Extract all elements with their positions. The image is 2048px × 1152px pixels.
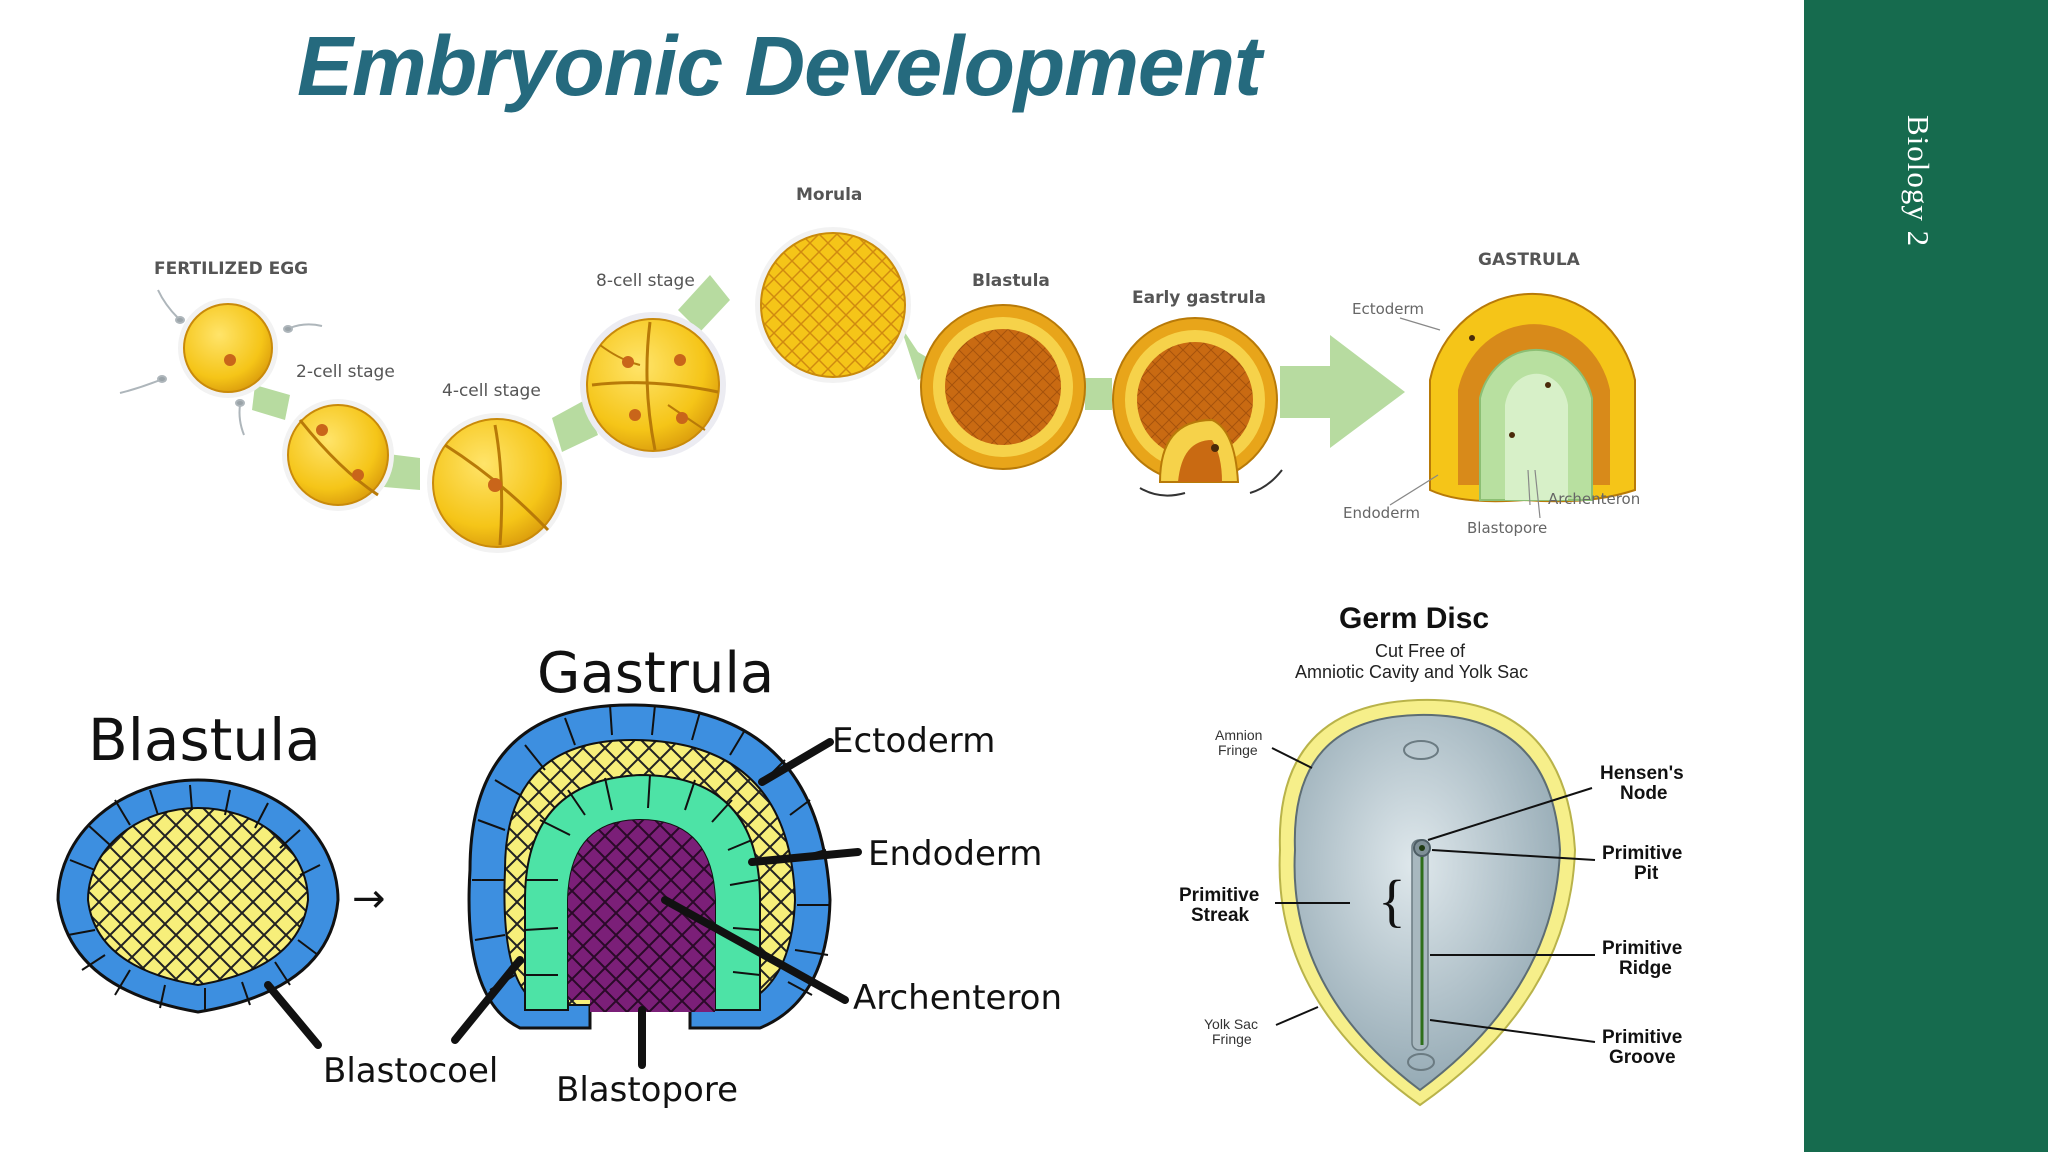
label-primitive-ridge-1: Primitive <box>1602 938 1682 959</box>
stage-arrow <box>252 385 290 420</box>
label-yolk-sac-fringe-2: Fringe <box>1212 1031 1252 1047</box>
label-hensens-node-1: Hensen's <box>1600 763 1684 784</box>
blastula-arrow: → <box>352 876 386 922</box>
stage-arrow <box>678 275 730 332</box>
early-gastrula <box>1112 317 1283 497</box>
primitive-pit <box>1419 845 1425 851</box>
label-hensens-node-2: Node <box>1620 783 1668 804</box>
label-primitive-streak-2: Streak <box>1191 905 1250 926</box>
label-ectoderm-small: Ectoderm <box>1352 300 1424 318</box>
side-bar <box>1804 0 2048 1152</box>
label-yolk-sac-fringe-1: Yolk Sac <box>1204 1016 1258 1032</box>
label-blastula: Blastula <box>972 271 1050 291</box>
sperm-icons <box>119 289 323 436</box>
germ-disc-subtitle-2: Amniotic Cavity and Yolk Sac <box>1295 662 1528 682</box>
blastula-cell-dividers <box>67 784 321 1012</box>
side-label: Biology 2 <box>1901 115 1936 248</box>
morula <box>755 227 911 383</box>
blastula-small <box>920 304 1086 470</box>
two-cell-stage <box>282 399 394 511</box>
label-four-cell: 4-cell stage <box>442 381 541 401</box>
blastula-gastrula-diagram: Blastula Gastrula → <box>56 641 1062 1110</box>
label-morula: Morula <box>796 185 862 205</box>
label-ectoderm-large: Ectoderm <box>832 721 995 761</box>
label-primitive-streak-1: Primitive <box>1179 885 1259 906</box>
label-eight-cell: 8-cell stage <box>596 271 695 291</box>
germ-disc-leader-lines <box>1271 747 1596 1043</box>
label-archenteron-large: Archenteron <box>853 978 1062 1018</box>
label-amnion-fringe-2: Fringe <box>1218 742 1258 758</box>
label-primitive-pit-2: Pit <box>1634 863 1659 884</box>
top-development-sequence: FERTILIZED EGG 2-cell stage 4-cell stage… <box>119 185 1640 553</box>
label-blastopore-large: Blastopore <box>556 1070 738 1110</box>
label-blastopore-small: Blastopore <box>1467 519 1547 537</box>
label-fertilized-egg: FERTILIZED EGG <box>154 259 308 279</box>
label-two-cell: 2-cell stage <box>296 362 395 382</box>
label-endoderm-small: Endoderm <box>1343 504 1420 522</box>
label-endoderm-large: Endoderm <box>868 834 1042 874</box>
label-primitive-groove-1: Primitive <box>1602 1027 1682 1048</box>
label-primitive-groove-2: Groove <box>1609 1047 1676 1068</box>
eight-cell-stage <box>580 312 726 458</box>
gastrula-leader-lines <box>264 738 862 1069</box>
slide-title: Embryonic Development <box>297 19 1262 113</box>
gastrula-large <box>467 703 832 1030</box>
gastrula-small <box>1429 292 1636 503</box>
stage-arrow <box>1085 378 1112 410</box>
top-leader-lines <box>1389 317 1541 519</box>
germ-disc-title: Germ Disc <box>1339 602 1489 635</box>
blastula-title: Blastula <box>88 706 321 774</box>
gastrula-title: Gastrula <box>537 641 774 706</box>
label-primitive-pit-1: Primitive <box>1602 843 1682 864</box>
label-gastrula: GASTRULA <box>1478 250 1581 270</box>
label-archenteron-small: Archenteron <box>1548 490 1640 508</box>
primitive-streak-brace: { <box>1378 868 1406 933</box>
germ-disc-subtitle-1: Cut Free of <box>1375 641 1466 661</box>
label-primitive-ridge-2: Ridge <box>1619 958 1672 979</box>
blastula-large <box>56 778 340 1014</box>
label-early-gastrula: Early gastrula <box>1132 288 1266 308</box>
label-blastocoel: Blastocoel <box>323 1051 498 1091</box>
label-amnion-fringe-1: Amnion <box>1215 727 1262 743</box>
germ-disc-diagram: Germ Disc Cut Free of Amniotic Cavity an… <box>1179 602 1684 1107</box>
big-arrow <box>1280 335 1405 448</box>
primitive-streak <box>1411 839 1429 1051</box>
four-cell-stage <box>427 413 567 553</box>
